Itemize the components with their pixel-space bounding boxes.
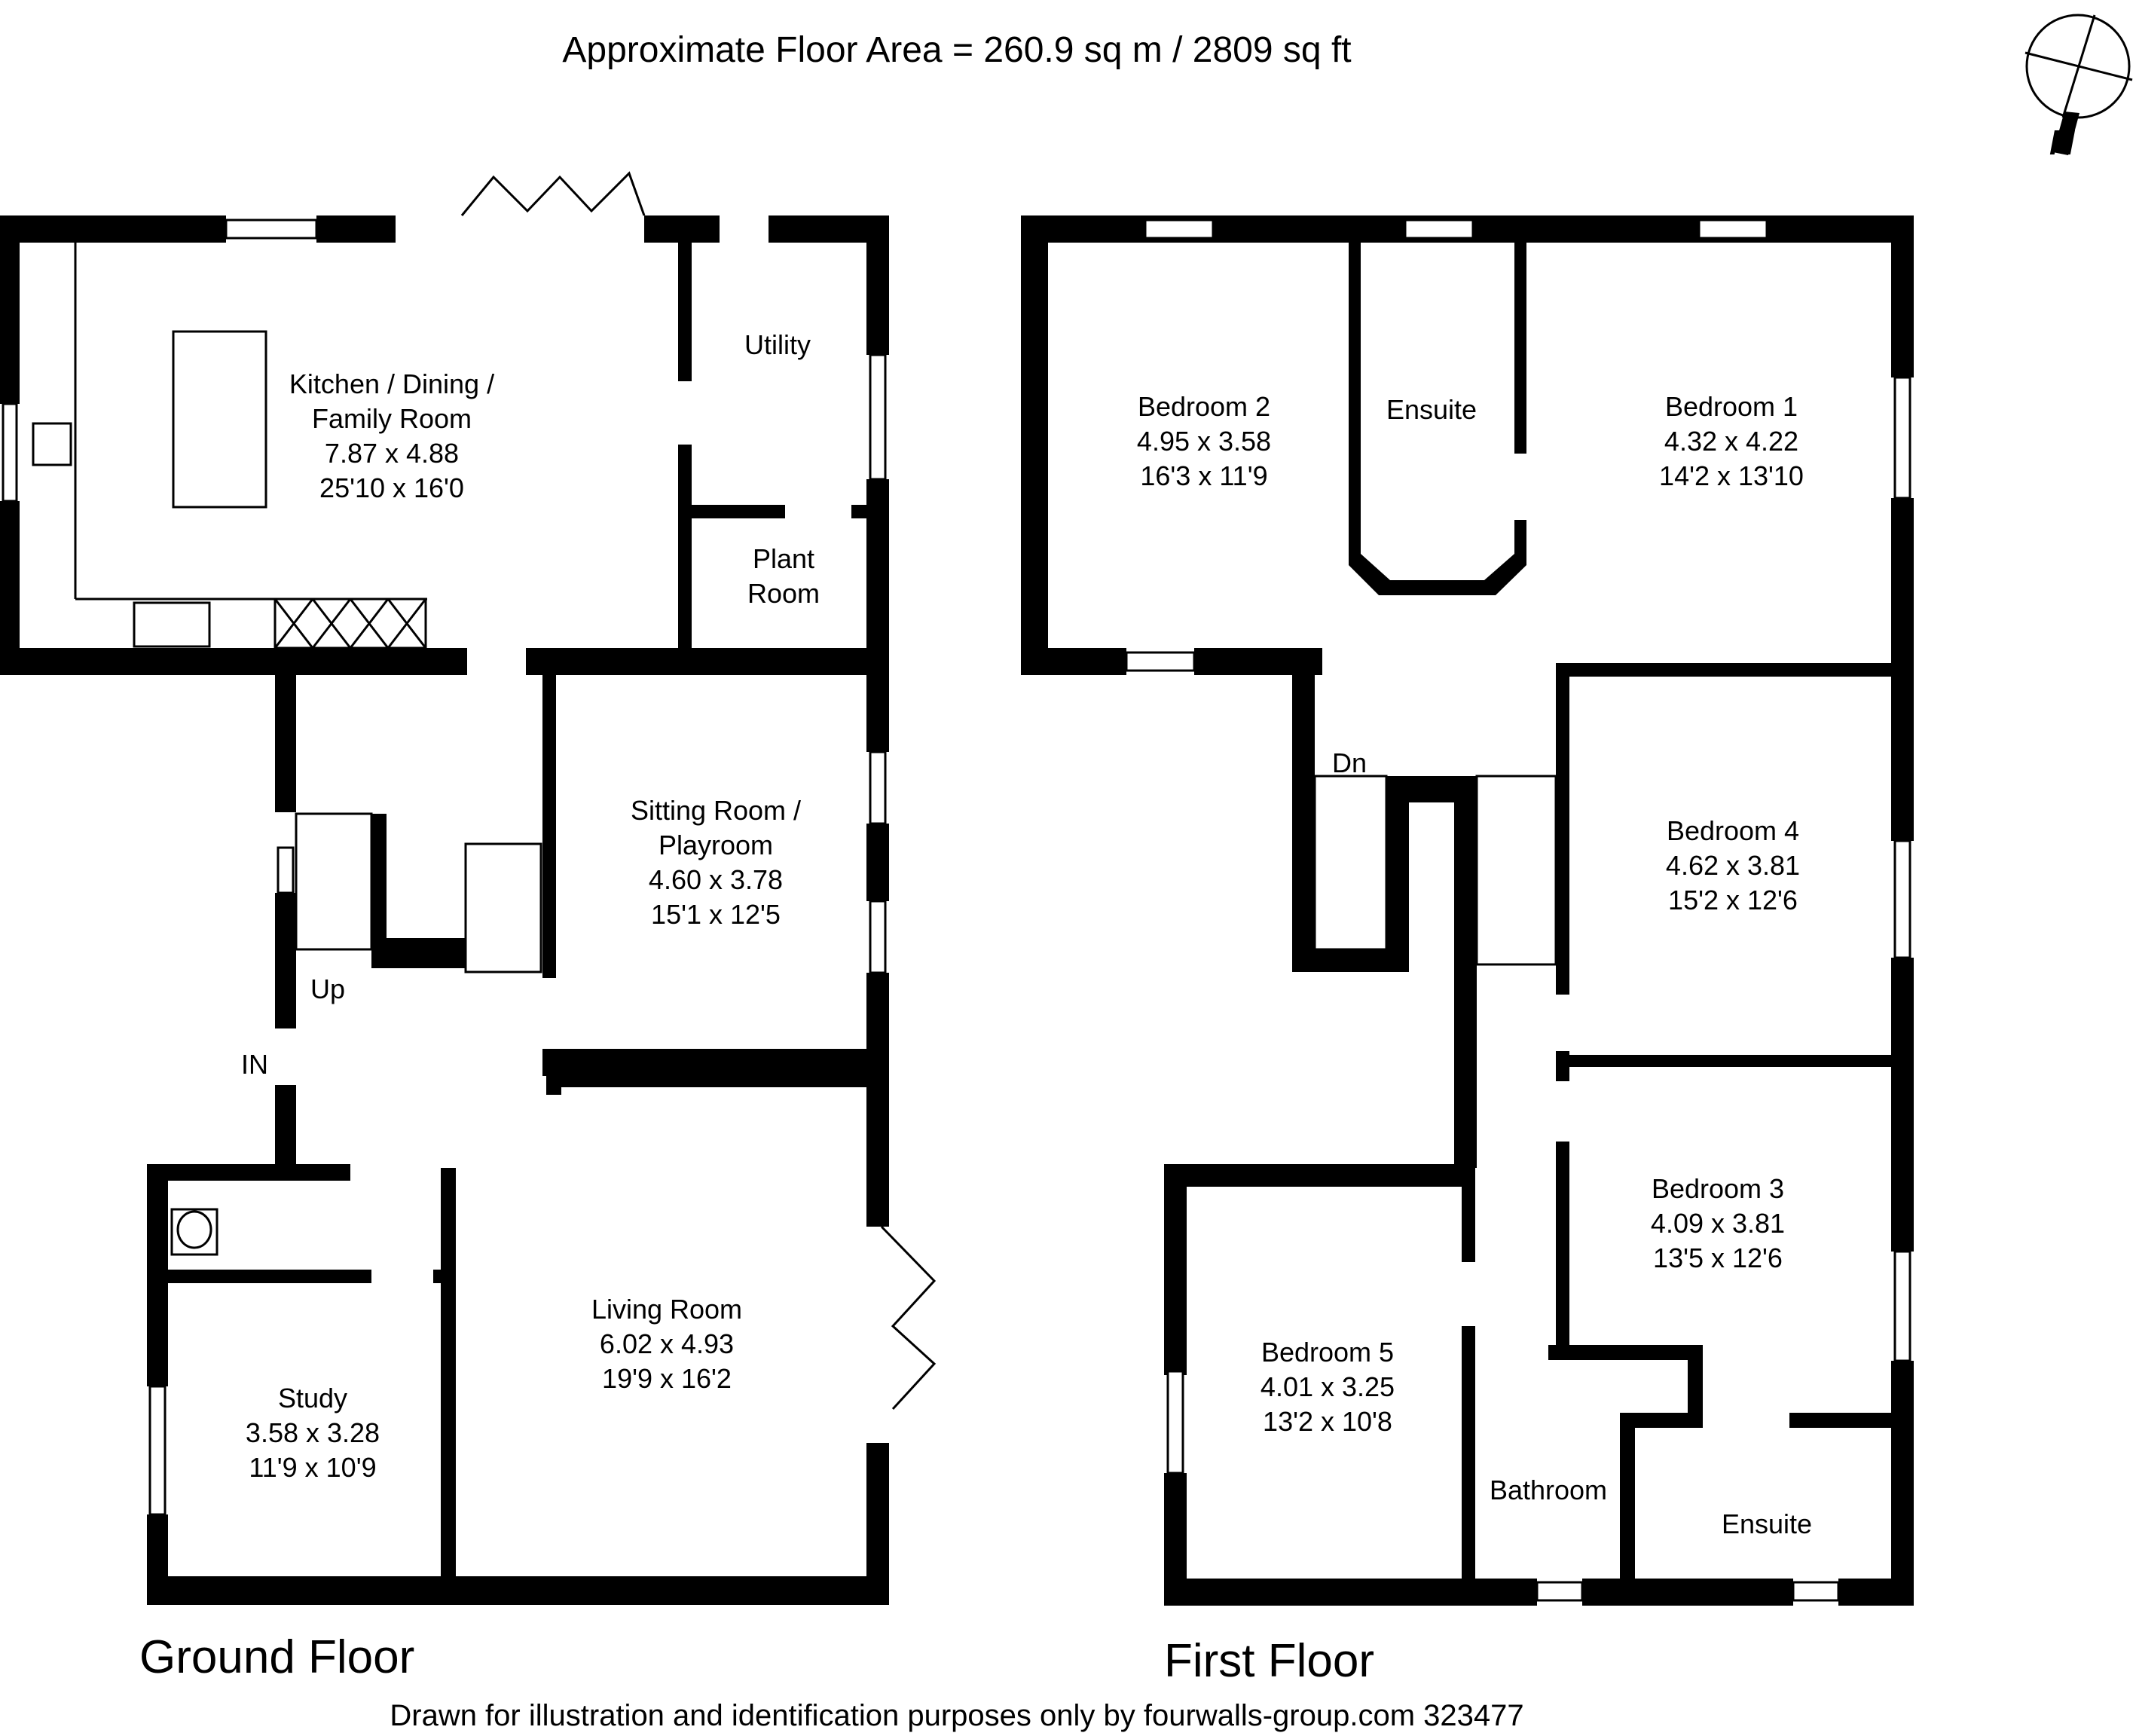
- ensuite1-label: Ensuite: [1386, 394, 1477, 425]
- north-arrow-icon: N: [2024, 14, 2133, 162]
- stairs-down-label: Dn: [1332, 747, 1367, 778]
- bedroom5-label-2: 4.01 x 3.25: [1261, 1371, 1395, 1402]
- bathroom-label: Bathroom: [1490, 1475, 1607, 1505]
- ground-floor-plan: [0, 171, 937, 1605]
- kitchen-label-1: Kitchen / Dining /: [289, 368, 494, 399]
- first-floor-title: First Floor: [1164, 1635, 1374, 1687]
- bedroom2-label-2: 4.95 x 3.58: [1137, 426, 1271, 457]
- study-label-1: Study: [278, 1383, 347, 1414]
- north-label: N: [2049, 123, 2075, 162]
- bedroom1-label-3: 14'2 x 13'10: [1659, 460, 1804, 491]
- first-floor-labels: Bedroom 2 4.95 x 3.58 16'3 x 11'9 Ensuit…: [1137, 391, 1812, 1687]
- sitting-label-3: 4.60 x 3.78: [649, 864, 783, 895]
- kitchen-label-4: 25'10 x 16'0: [319, 472, 464, 503]
- first-floor-plan: [1021, 215, 1914, 1606]
- study-label-3: 11'9 x 10'9: [249, 1452, 376, 1483]
- bedroom4-label-2: 4.62 x 3.81: [1666, 850, 1800, 881]
- entrance-label: IN: [241, 1049, 268, 1080]
- floor-area-title: Approximate Floor Area = 260.9 sq m / 28…: [562, 30, 1351, 70]
- bedroom3-label-2: 4.09 x 3.81: [1651, 1208, 1785, 1239]
- utility-label: Utility: [744, 329, 811, 360]
- kitchen-label-2: Family Room: [312, 403, 472, 434]
- ground-floor-title: Ground Floor: [139, 1631, 414, 1683]
- living-label-2: 6.02 x 4.93: [600, 1328, 734, 1359]
- bedroom3-label-3: 13'5 x 12'6: [1653, 1242, 1783, 1273]
- living-label-1: Living Room: [591, 1294, 742, 1325]
- plant-label-1: Plant: [753, 543, 814, 574]
- living-label-3: 19'9 x 16'2: [602, 1363, 732, 1394]
- bedroom3-label-1: Bedroom 3: [1652, 1173, 1784, 1204]
- bedroom5-label-1: Bedroom 5: [1261, 1337, 1394, 1368]
- ensuite2-label: Ensuite: [1722, 1508, 1812, 1539]
- bedroom1-label-1: Bedroom 1: [1665, 391, 1798, 422]
- study-label-2: 3.58 x 3.28: [246, 1417, 380, 1448]
- sitting-label-2: Playroom: [659, 830, 773, 860]
- ground-floor-labels: Kitchen / Dining / Family Room 7.87 x 4.…: [139, 329, 820, 1683]
- bedroom2-label-1: Bedroom 2: [1138, 391, 1270, 422]
- sitting-label-1: Sitting Room /: [631, 795, 801, 826]
- plant-label-2: Room: [747, 578, 820, 609]
- disclaimer-footer: Drawn for illustration and identificatio…: [390, 1699, 1523, 1732]
- stairs-up-label: Up: [310, 973, 345, 1004]
- bedroom1-label-2: 4.32 x 4.22: [1664, 426, 1798, 457]
- bedroom4-label-1: Bedroom 4: [1667, 815, 1799, 846]
- bedroom5-label-3: 13'2 x 10'8: [1263, 1406, 1392, 1437]
- bedroom4-label-3: 15'2 x 12'6: [1668, 885, 1798, 915]
- kitchen-label-3: 7.87 x 4.88: [325, 438, 459, 469]
- sitting-label-4: 15'1 x 12'5: [651, 899, 781, 930]
- bedroom2-label-3: 16'3 x 11'9: [1140, 460, 1267, 491]
